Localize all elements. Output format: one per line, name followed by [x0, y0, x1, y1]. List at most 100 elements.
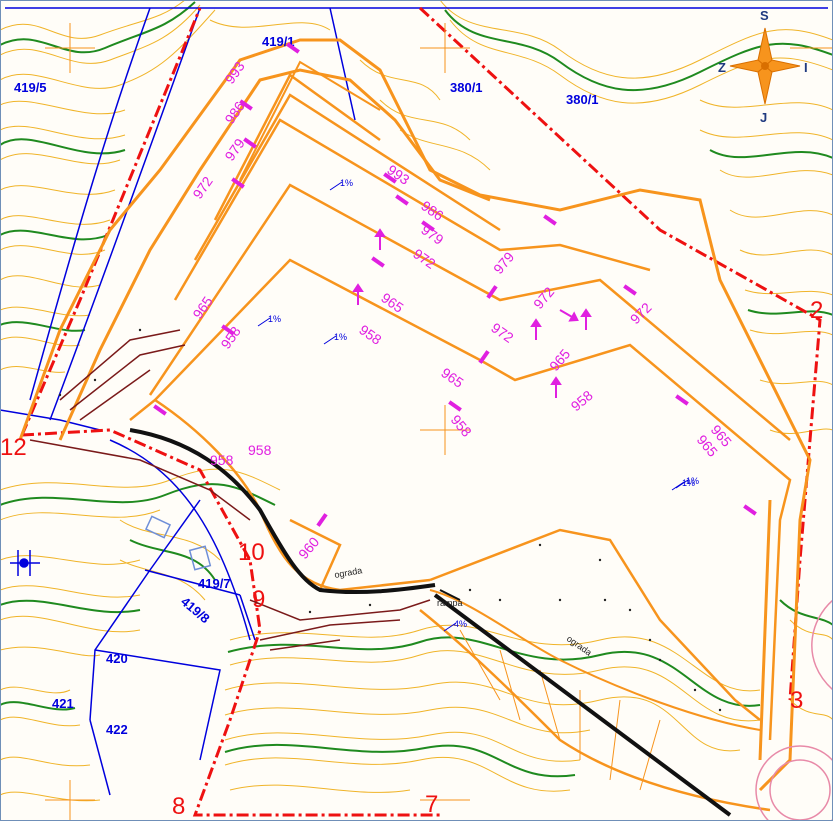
drainage-arrow	[580, 308, 592, 330]
elevation-tick	[231, 177, 245, 189]
elevation-label: 972	[410, 245, 438, 272]
elevation-label: 958	[356, 321, 384, 348]
slope-label: 1%	[334, 332, 347, 342]
spot-height-point	[648, 638, 652, 642]
spot-height-point	[603, 598, 607, 602]
elevation-label: 972	[488, 319, 516, 346]
drainage-arrow	[550, 376, 562, 398]
spot-height-point	[693, 688, 697, 692]
elevation-label: 965	[438, 364, 466, 391]
annotation-labels: ograda ograda rampa	[334, 565, 594, 657]
elevation-label: 965	[189, 293, 216, 321]
elevation-tick	[478, 350, 490, 364]
elevation-tick	[221, 324, 235, 336]
elevation-label: 958	[248, 442, 272, 458]
boundary-point-label: 2	[810, 297, 823, 324]
drainage-arrow	[559, 309, 579, 322]
elevation-label: 979	[490, 249, 517, 277]
spot-height-point	[498, 598, 502, 602]
parcel-label: 380/1	[450, 80, 483, 95]
spot-height-point	[468, 588, 472, 592]
elevation-tick	[623, 284, 637, 296]
elevation-label: 979	[418, 221, 446, 248]
spot-heights	[58, 328, 722, 712]
spot-height-point	[628, 608, 632, 612]
boundary-point-label: 7	[425, 791, 438, 818]
elevation-tick	[743, 504, 757, 516]
elevation-ticks	[153, 42, 757, 527]
spot-height-point	[538, 543, 542, 547]
elevation-tick	[239, 99, 253, 111]
parcel-label: 419/8	[178, 594, 213, 626]
slope-arrow	[323, 335, 337, 345]
compass-north-label: S	[760, 8, 769, 23]
slope-arrow	[671, 481, 685, 491]
slope-label: 4%	[454, 619, 467, 629]
elevation-label: 960	[295, 534, 322, 562]
elevation-label: 958	[210, 452, 234, 468]
elevation-tick	[395, 194, 409, 206]
platform-outline	[18, 38, 812, 812]
elevation-tick	[371, 256, 385, 268]
spot-height-point	[558, 598, 562, 602]
survey-crosses	[45, 23, 833, 821]
elevation-label: 965	[378, 289, 406, 316]
elevation-tick	[421, 220, 435, 232]
slope-arrow	[329, 181, 343, 191]
spot-height-point	[368, 603, 372, 607]
spot-height-point	[658, 658, 662, 662]
elevation-label: 972	[189, 173, 216, 201]
buildings	[144, 515, 212, 571]
contours-minor	[0, 0, 833, 802]
elevation-tick	[383, 172, 397, 184]
elevation-tick	[286, 42, 300, 54]
ramp-label: rampa	[437, 598, 463, 608]
drainage-arrows	[352, 228, 592, 398]
spot-height-point	[93, 378, 97, 382]
spot-height-point	[58, 393, 62, 397]
slope-label: 1%	[686, 476, 699, 486]
spot-height-point	[138, 328, 142, 332]
benchmark-cross	[10, 550, 40, 576]
compass-east-label: I	[804, 60, 808, 75]
elevation-tick	[448, 400, 462, 412]
compass-rose	[729, 27, 801, 105]
fence-label-lower: ograda	[565, 633, 594, 657]
parcel-label: 419/7	[198, 576, 231, 591]
compass-south-label: J	[760, 110, 767, 125]
slope-labels: 1%1%1%1%1%4%	[268, 178, 699, 629]
slope-label: 1%	[268, 314, 281, 324]
compass-west-label: Z	[718, 60, 726, 75]
spot-height-point	[718, 708, 722, 712]
elevation-label: 986	[418, 197, 446, 224]
boundary-point-label: 8	[172, 793, 185, 820]
parcel-boundaries	[0, 7, 828, 796]
parcel-label: 421	[52, 696, 74, 711]
drainage-arrow	[374, 228, 386, 250]
slope-label: 1%	[340, 178, 353, 188]
boundary-point-label: 9	[252, 586, 265, 613]
parcel-label: 420	[106, 651, 128, 666]
elevation-label: 958	[448, 412, 475, 440]
elevation-tick	[243, 137, 257, 149]
ramp-structures	[29, 329, 431, 651]
elevation-tick	[675, 394, 689, 406]
fence-label-upper: ograda	[334, 565, 363, 580]
slope-label: 1%	[682, 478, 695, 488]
boundary-point-label: 10	[238, 539, 265, 566]
spot-height-point	[598, 558, 602, 562]
elevation-tick	[153, 404, 167, 416]
contour-lines	[0, 0, 833, 802]
boundary-point-label: 3	[790, 687, 803, 714]
slope-arrow	[257, 317, 271, 327]
drainage-arrow	[530, 318, 542, 340]
drainage-arrow	[352, 283, 364, 305]
slope-arrow	[675, 479, 689, 489]
access-road	[129, 428, 732, 817]
spot-height-point	[308, 610, 312, 614]
elevation-label: 958	[568, 387, 596, 414]
elevation-tick	[543, 214, 557, 226]
